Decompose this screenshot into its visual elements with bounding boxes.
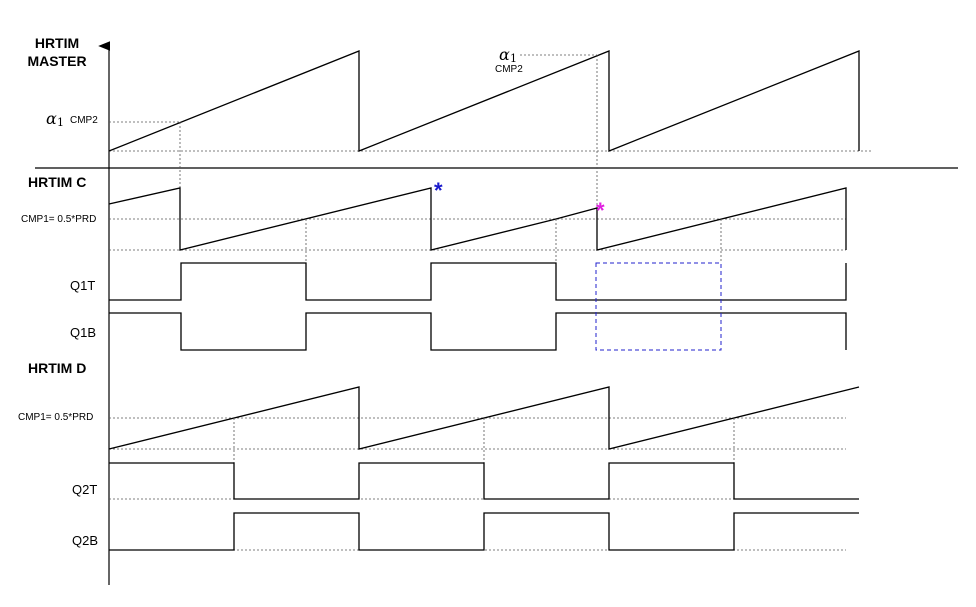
timer-c-cmp1-label: CMP1= 0.5*PRD xyxy=(21,214,96,225)
missing-pulse-highlight-box xyxy=(595,262,722,351)
alpha1-right-index: 1 xyxy=(510,52,517,65)
cmp2-left-label: CMP2 xyxy=(70,115,98,126)
q2t-waveform xyxy=(109,462,859,500)
timer-d-cmp1-label: CMP1= 0.5*PRD xyxy=(18,412,93,423)
q1t-label: Q1T xyxy=(70,278,95,293)
cmp2-right-label: CMP2 xyxy=(495,64,523,75)
marker-blue-asterisk: * xyxy=(434,178,443,203)
master-sawtooth xyxy=(108,50,860,152)
timer-d-title: HRTIM D xyxy=(28,360,86,376)
alpha1-right-symbol: α xyxy=(499,45,510,64)
master-title-line2: MASTER xyxy=(27,53,86,69)
master-title-line1: HRTIM xyxy=(35,35,79,51)
q2t-label: Q2T xyxy=(72,482,97,497)
q1b-label: Q1B xyxy=(70,325,96,340)
alpha1-left-symbol: α xyxy=(46,109,57,128)
marker-magenta-asterisk: * xyxy=(596,198,605,223)
alpha1-left-index: 1 xyxy=(57,116,64,129)
q1t-waveform xyxy=(109,262,847,301)
q2b-waveform xyxy=(109,512,859,551)
timer-c-title: HRTIM C xyxy=(28,174,86,190)
q2b-label: Q2B xyxy=(72,533,98,548)
q1b-waveform xyxy=(109,312,847,351)
timer-c-counter xyxy=(108,187,847,251)
